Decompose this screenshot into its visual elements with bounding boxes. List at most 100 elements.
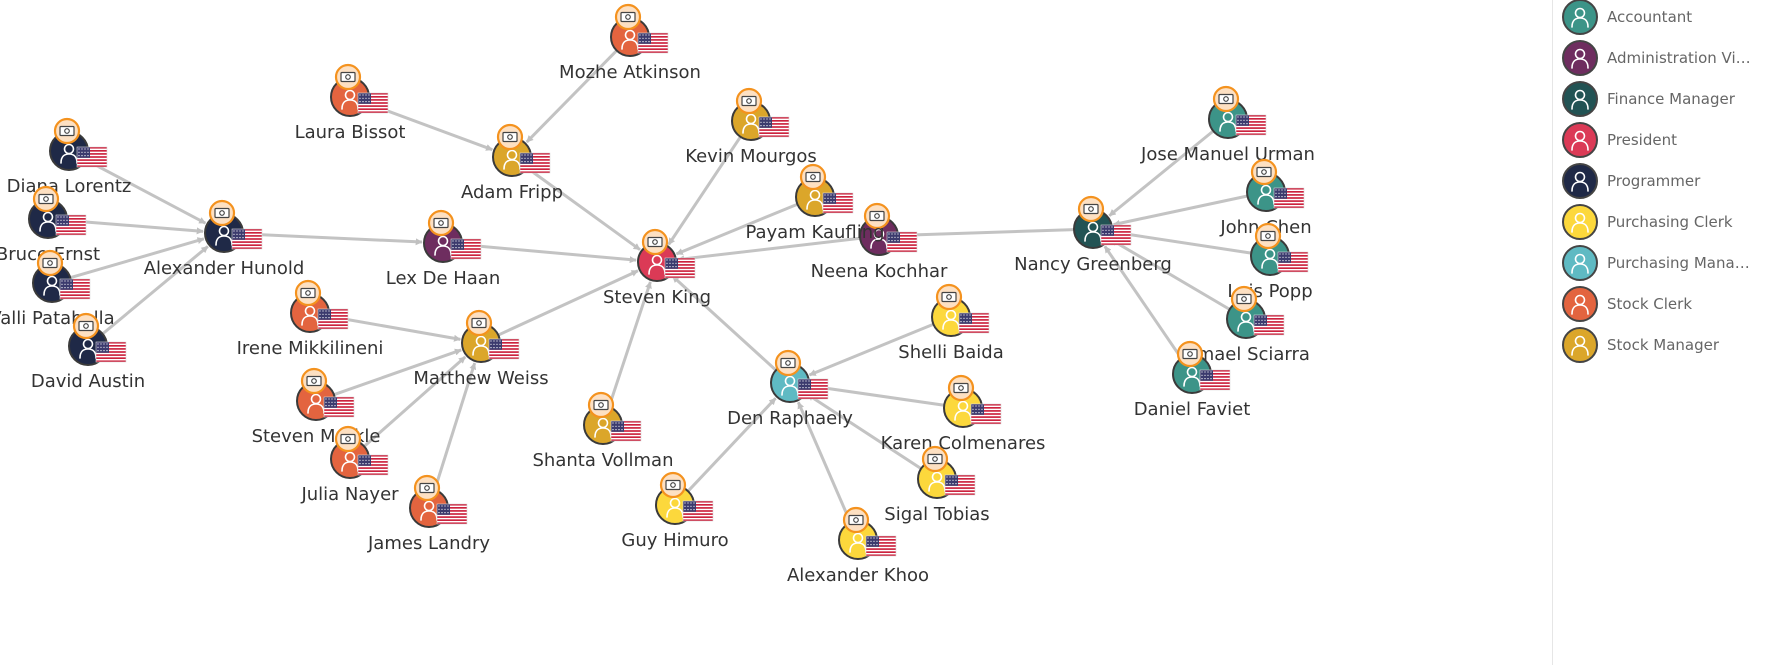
node-neena-kochhar[interactable]: Neena Kochhar [811, 202, 948, 282]
node-irene-mikkilineni[interactable]: Irene Mikkilineni [237, 279, 384, 359]
node-shanta-vollman[interactable]: Shanta Vollman [533, 391, 674, 471]
us-flag-icon [357, 454, 389, 476]
node-label: Jose Manuel Urman [1140, 144, 1315, 165]
legend-label: Administration Vice... [1607, 49, 1757, 67]
node-label: James Landry [367, 533, 490, 554]
money-icon [465, 309, 493, 337]
money-icon [208, 199, 236, 227]
person-icon [954, 400, 972, 421]
node-guy-himuro[interactable]: Guy Himuro [621, 471, 729, 551]
edge-shanta-vollman-to-steven-king [607, 281, 652, 408]
person-icon [1571, 212, 1589, 233]
money-icon [1176, 340, 1204, 368]
node-label: Shanta Vollman [533, 450, 674, 471]
legend-item-president[interactable]: President [1562, 120, 1772, 160]
us-flag-icon [682, 500, 714, 522]
us-flag-icon [822, 192, 854, 214]
edge-nancy-greenberg-to-neena-kochhar [899, 228, 1075, 239]
person-icon [1571, 48, 1589, 69]
node-lex-de-haan[interactable]: Lex De Haan [386, 209, 501, 289]
node-diana-lorentz[interactable]: Diana Lorentz [7, 117, 132, 197]
edge-karen-colmenares-to-den-raphaely [810, 383, 945, 407]
person-icon [1571, 294, 1589, 315]
node-julia-nayer[interactable]: Julia Nayer [300, 425, 399, 505]
edge-steven-markle-to-matthew-weiss [333, 348, 462, 397]
node-label: Guy Himuro [621, 530, 728, 551]
edge-alexander-khoo-to-den-raphaely [796, 401, 852, 524]
node-label: Lex De Haan [386, 268, 501, 289]
person-icon [648, 254, 666, 275]
node-payam-kaufling[interactable]: Payam Kaufling [745, 163, 885, 243]
edge-neena-kochhar-to-steven-king [677, 236, 861, 263]
person-icon [806, 189, 824, 210]
edge-mozhe-atkinson-to-adam-fripp [525, 49, 618, 144]
legend-item-purchasing-manager[interactable]: Purchasing Manager [1562, 243, 1772, 283]
money-icon [72, 312, 100, 340]
person-icon [1571, 130, 1589, 151]
legend-label: Purchasing Manager [1607, 254, 1757, 272]
person-icon [1571, 7, 1589, 28]
node-david-austin[interactable]: David Austin [31, 312, 145, 392]
node-kevin-mourgos[interactable]: Kevin Mourgos [685, 87, 817, 167]
node-mozhe-atkinson[interactable]: Mozhe Atkinson [559, 3, 701, 83]
person-icon [942, 309, 960, 330]
legend-label: Finance Manager [1607, 90, 1735, 108]
legend-item-purchasing-clerk[interactable]: Purchasing Clerk [1562, 202, 1772, 242]
us-flag-icon [488, 338, 520, 360]
legend-item-accountant[interactable]: Accountant [1562, 0, 1772, 37]
node-adam-fripp[interactable]: Adam Fripp [461, 123, 563, 203]
legend-item-stock-clerk[interactable]: Stock Clerk [1562, 284, 1772, 324]
us-flag-icon [59, 278, 91, 300]
legend-item-administration-vice-president[interactable]: Administration Vice... [1562, 38, 1772, 78]
legend-swatch [1562, 122, 1598, 158]
person-icon [1571, 171, 1589, 192]
node-nancy-greenberg[interactable]: Nancy Greenberg [1014, 195, 1172, 275]
money-icon [1254, 222, 1282, 250]
node-sigal-tobias[interactable]: Sigal Tobias [884, 445, 990, 525]
node-daniel-faviet[interactable]: Daniel Faviet [1134, 340, 1251, 420]
legend-label: President [1607, 131, 1677, 149]
node-label: Shelli Baida [898, 342, 1003, 363]
node-label: Daniel Faviet [1134, 399, 1251, 420]
node-alexander-hunold[interactable]: Alexander Hunold [144, 199, 305, 279]
legend-swatch [1562, 286, 1598, 322]
person-icon [79, 338, 97, 359]
money-icon [427, 209, 455, 237]
money-icon [947, 374, 975, 402]
person-icon [928, 471, 946, 492]
us-flag-icon [1235, 114, 1267, 136]
money-icon [641, 228, 669, 256]
node-laura-bissot[interactable]: Laura Bissot [295, 63, 406, 143]
node-matthew-weiss[interactable]: Matthew Weiss [413, 309, 549, 389]
money-icon [799, 163, 827, 191]
node-steven-king[interactable]: Steven King [603, 228, 711, 308]
node-label: Payam Kaufling [745, 222, 884, 243]
edge-jose-manuel-urman-to-nancy-greenberg [1108, 129, 1215, 217]
money-icon [413, 474, 441, 502]
node-steven-markle[interactable]: Steven Markle [252, 367, 381, 447]
legend-swatch [1562, 327, 1598, 363]
node-den-raphaely[interactable]: Den Raphaely [727, 349, 853, 429]
node-alexander-khoo[interactable]: Alexander Khoo [787, 506, 929, 586]
us-flag-icon [323, 396, 355, 418]
node-jose-manuel-urman[interactable]: Jose Manuel Urman [1140, 85, 1315, 165]
edge-valli-pataballa-to-alexander-hunold [69, 237, 205, 280]
node-ismael-sciarra[interactable]: Ismael Sciarra [1182, 285, 1310, 365]
edge-alexander-hunold-to-lex-de-haan [242, 232, 423, 246]
node-shelli-baida[interactable]: Shelli Baida [898, 283, 1004, 363]
legend-swatch [1562, 81, 1598, 117]
edge-matthew-weiss-to-steven-king [497, 269, 639, 337]
node-bruce-ernst[interactable]: Bruce Ernst [0, 185, 100, 265]
legend-item-stock-manager[interactable]: Stock Manager [1562, 325, 1772, 365]
legend-swatch [1562, 163, 1598, 199]
node-karen-colmenares[interactable]: Karen Colmenares [881, 374, 1046, 454]
person-icon [301, 305, 319, 326]
node-james-landry[interactable]: James Landry [367, 474, 490, 554]
legend-item-finance-manager[interactable]: Finance Manager [1562, 79, 1772, 119]
legend-label: Programmer [1607, 172, 1701, 190]
node-label: Laura Bissot [295, 122, 406, 143]
legend-item-programmer[interactable]: Programmer [1562, 161, 1772, 201]
node-label: Diana Lorentz [7, 176, 132, 197]
